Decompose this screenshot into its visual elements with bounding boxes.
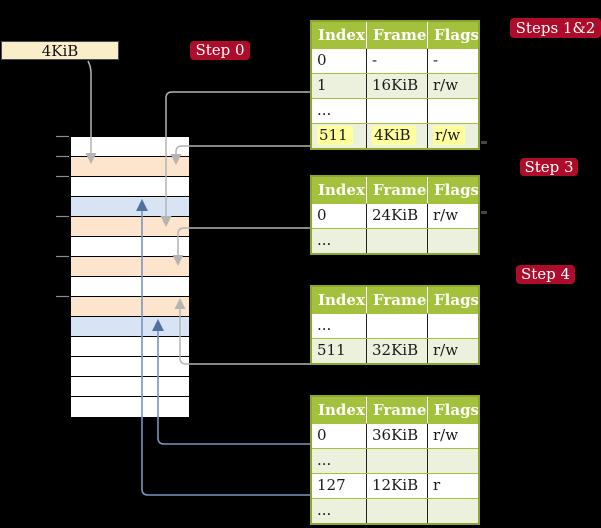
table-cell	[367, 449, 428, 473]
table-cell: ...	[312, 449, 367, 473]
table-cell: 127	[312, 474, 367, 498]
table-cell: r/w	[433, 206, 459, 224]
arrow-pte511-to-4kib-line	[175, 145, 310, 154]
memory-frame-row	[71, 397, 189, 417]
table-cell: 24KiB	[367, 204, 428, 228]
badge-step-4: Step 4	[516, 265, 575, 284]
memory-frame-row	[71, 157, 189, 177]
column-header: Flags	[434, 291, 478, 309]
highlighted-value: 511	[317, 126, 353, 145]
highlighted-value: r/w	[433, 126, 466, 145]
table-cell: 0	[312, 204, 367, 228]
table-cell	[367, 314, 428, 338]
table-cell: ...	[312, 99, 367, 123]
memory-frame-row	[71, 237, 189, 257]
column-header: Flags	[434, 26, 478, 44]
table-row: ...	[312, 448, 478, 473]
table-cell: ...	[312, 229, 367, 253]
column-header: Frame	[367, 177, 428, 203]
memory-frame-row	[71, 377, 189, 397]
table-cell	[428, 229, 478, 253]
axis-ticks	[56, 135, 69, 298]
memory-frame-row	[71, 137, 189, 157]
table-cell	[428, 99, 478, 123]
table-cell	[367, 499, 428, 523]
table-cell: r/w	[428, 124, 478, 148]
table-row: ...	[312, 228, 478, 253]
arrow-pte0-to-24kib-line	[177, 227, 310, 255]
table-cell: r	[433, 476, 441, 494]
badge-steps-1-2: Steps 1&2	[510, 18, 601, 38]
column-header: Index	[312, 397, 367, 423]
badge-step-3: Step 3	[520, 158, 578, 176]
table-row: ...	[312, 498, 478, 523]
column-header: Flags	[434, 181, 478, 199]
table-cell	[367, 99, 428, 123]
memory-column	[70, 136, 190, 418]
badge-step-0: Step 0	[190, 41, 250, 60]
memory-frame-row	[71, 357, 189, 377]
active-row-marker-dash	[481, 211, 487, 214]
memory-frame-row	[71, 217, 189, 237]
column-header: Flags	[434, 401, 478, 419]
memory-frame-row	[71, 297, 189, 317]
table-cell: r/w	[433, 341, 459, 359]
column-header: Index	[312, 287, 367, 313]
highlighted-value: 4KiB	[372, 126, 416, 145]
table-cell: r/w	[433, 426, 459, 444]
table-cell: 36KiB	[367, 424, 428, 448]
column-header: Frame	[367, 397, 428, 423]
table-cell: 4KiB	[367, 124, 428, 148]
memory-frame-row	[71, 277, 189, 297]
table-row: 511 4KiB r/w	[312, 123, 478, 148]
memory-frame-row	[71, 337, 189, 357]
column-header: Index	[312, 22, 367, 48]
memory-frame-row	[71, 317, 189, 337]
table-cell: 511	[312, 339, 367, 363]
table-row: 0--	[312, 48, 478, 73]
table-cell: 511	[312, 124, 367, 148]
table-row: ...	[312, 313, 478, 338]
table-cell	[428, 499, 478, 523]
memory-frame-row	[71, 197, 189, 217]
table-cell: 12KiB	[367, 474, 428, 498]
memory-frame-row	[71, 257, 189, 277]
table-cell	[367, 229, 428, 253]
table-cell	[428, 314, 478, 338]
table-cell	[428, 449, 478, 473]
table-cell: -	[367, 49, 428, 73]
column-header: Frame	[367, 22, 428, 48]
table-cell: 32KiB	[367, 339, 428, 363]
arrow-pte511-to-32kib-line	[179, 309, 310, 365]
table-cell: ...	[312, 499, 367, 523]
table-cell: 0	[312, 424, 367, 448]
table-cell: -	[433, 51, 439, 69]
table-cell: 1	[312, 74, 367, 98]
table-cell: 16KiB	[367, 74, 428, 98]
table-cell: r/w	[433, 76, 459, 94]
memory-frame-row	[71, 177, 189, 197]
column-header: Index	[312, 177, 367, 203]
table-cell: 0	[312, 49, 367, 73]
table-cell: ...	[312, 314, 367, 338]
frame-size-label-box: 4KiB	[1, 41, 119, 60]
column-header: Frame	[367, 287, 428, 313]
table-row: ...	[312, 98, 478, 123]
active-row-marker-dash	[481, 141, 487, 144]
